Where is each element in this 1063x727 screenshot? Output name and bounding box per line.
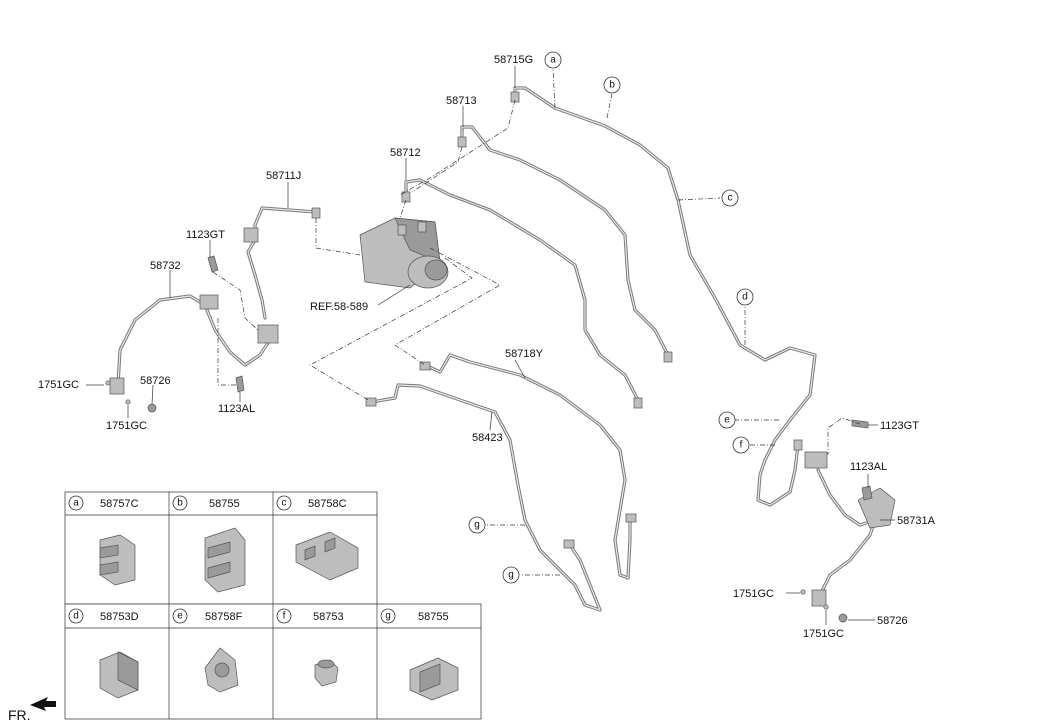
callout-f: f [732,436,750,454]
label-1123GT-right: 1123GT [880,420,919,432]
svg-text:a: a [550,55,556,66]
svg-text:d: d [73,611,79,622]
label-1123AL-right: 1123AL [850,461,887,473]
callout-b: b [603,76,621,94]
svg-text:58758C: 58758C [308,498,347,510]
label-58712: 58712 [390,147,421,159]
clip-58755-image [204,527,246,593]
label-58726-left: 58726 [140,375,171,387]
svg-text:f: f [283,611,286,622]
label-1751GC-left-a: 1751GC [38,379,79,391]
svg-text:c: c [282,498,287,509]
part-labels: 58715G 58713 58712 58711J 1123GT 58732 1… [38,54,936,640]
legend-cell-d: d 58753D [68,608,139,624]
pipe-58718Y [423,353,632,580]
clip-58753D-image [99,651,139,699]
bolt-1123GT-left [207,255,219,273]
label-1123GT-left: 1123GT [186,229,225,241]
abs-hecu-module [359,217,449,289]
bolt-1123AL-left [235,375,245,393]
clip-58755g-image [409,657,459,701]
callout-g-lower: g [502,566,520,584]
clip-legend-table: a 58757C b 58755 c 58758C d 58753D e 587… [64,491,482,720]
svg-text:58758F: 58758F [205,611,243,623]
svg-text:e: e [724,415,730,426]
svg-text:f: f [740,440,743,451]
svg-text:a: a [73,498,79,509]
guide-lines [212,67,861,576]
front-label: FR. [8,707,31,723]
leader-lines [86,66,895,625]
svg-text:e: e [177,611,183,622]
svg-text:b: b [177,498,183,509]
label-58713: 58713 [446,95,477,107]
front-direction-indicator: FR. [8,697,56,723]
label-1751GC-right-b: 1751GC [803,628,844,640]
label-58732: 58732 [150,260,181,272]
clip-58758F-image [204,647,239,693]
pipe-58712 [404,178,640,402]
clip-58757C-image [99,534,136,586]
clip-58758C-image [295,531,359,581]
legend-cell-e: e 58758F [172,608,243,624]
svg-text:58753D: 58753D [100,611,139,623]
callout-g-upper: g [468,516,486,534]
fittings [109,91,896,607]
label-1123AL-left: 1123AL [218,403,255,415]
svg-text:58755: 58755 [418,611,449,623]
legend-cell-f: f 58753 [276,608,344,624]
svg-text:d: d [742,292,748,303]
bolts [105,255,873,623]
svg-text:b: b [609,80,615,91]
pipe-58715G [513,86,817,507]
label-58711J: 58711J [266,170,301,182]
callout-c: c [721,189,739,207]
label-58731A: 58731A [897,515,936,527]
pipe-58711J [246,206,318,320]
label-58726-right: 58726 [877,615,908,627]
svg-text:58755: 58755 [209,498,240,510]
svg-text:c: c [728,193,733,204]
svg-text:g: g [385,611,391,622]
svg-text:58757C: 58757C [100,498,139,510]
pipe-58713 [460,125,670,357]
callouts: a b c d e f g g [468,51,754,584]
legend-cell-g: g 58755 [380,608,449,624]
svg-text:g: g [474,520,480,531]
svg-text:58753: 58753 [313,611,344,623]
callout-d: d [736,288,754,306]
label-58423: 58423 [472,432,503,444]
callout-a: a [544,51,562,69]
label-1751GC-right-a: 1751GC [733,588,774,600]
svg-text:g: g [508,570,514,581]
callout-e: e [718,411,736,429]
hose-58732 [116,294,272,387]
legend-cell-c: c 58758C [276,495,347,511]
label-1751GC-left-b: 1751GC [106,420,147,432]
label-58718Y: 58718Y [505,348,544,360]
label-ref-58-589: REF.58-589 [310,301,368,313]
bolt-1123AL-right [861,485,873,501]
legend-cell-a: a 58757C [68,495,139,511]
legend-cell-b: b 58755 [172,495,240,511]
front-arrow-icon [30,697,56,711]
label-58715G: 58715G [494,54,533,66]
clip-58753-image [314,659,339,687]
